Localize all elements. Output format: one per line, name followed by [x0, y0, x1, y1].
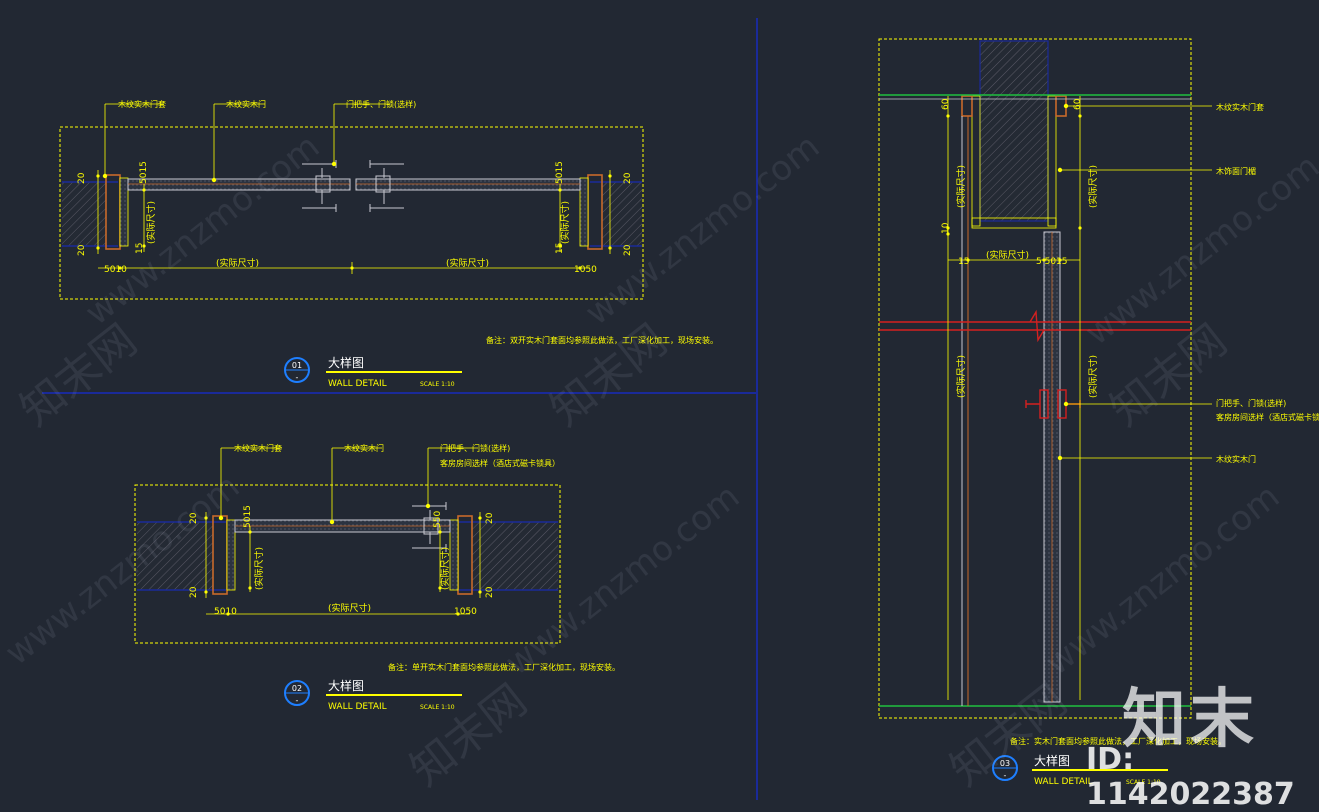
detail-sub: -	[296, 373, 299, 382]
image-id: ID: 1142022387	[1086, 742, 1295, 812]
dim-text: 5015	[139, 161, 149, 184]
detail-02-frame	[134, 484, 561, 644]
dim-text: 20	[485, 512, 495, 524]
detail-number: 02	[292, 684, 302, 693]
dim-text: 20	[189, 586, 199, 598]
dim-text: (实际尺寸)	[1087, 355, 1099, 398]
title-scale: SCALE 1:10	[1126, 779, 1161, 786]
dim-text: 5010	[104, 265, 127, 275]
door-frame-right	[587, 174, 603, 250]
detail-03-frame	[878, 38, 1192, 719]
dim-text: (实际尺寸)	[439, 547, 451, 590]
door-leaf-left	[127, 178, 351, 191]
label-header: 木饰面门楣	[1216, 166, 1256, 176]
dim-text: 20	[77, 172, 87, 184]
note: 备注：单开实木门套面均参照此做法，工厂深化加工，现场安装。	[388, 662, 620, 672]
break-line	[879, 309, 1191, 343]
dim-text: (实际尺寸)	[986, 249, 1029, 261]
brand-logo: 知末	[1122, 683, 1258, 757]
label-frame: 木纹实木门套	[234, 443, 282, 453]
label-door: 木纹实木门	[1216, 454, 1256, 464]
title-scale: SCALE 1:10	[420, 381, 455, 388]
note: 备注：双开实木门套面均参照此做法，工厂深化加工，现场安装。	[486, 335, 718, 345]
label-frame: 木纹实木门套	[118, 99, 166, 109]
dim-text: 15	[135, 243, 145, 254]
wall-left	[137, 522, 213, 590]
cad-text: 木纹实木门套 木纹实木门 门把手、门锁(选样) 20 20 20 20 5015…	[77, 98, 1319, 746]
detail-03	[878, 38, 1212, 719]
dim-text: 5010	[214, 607, 237, 617]
dim-text: 550	[433, 511, 443, 528]
dim-text: 20	[623, 172, 633, 184]
dim-text: (实际尺寸)	[328, 602, 371, 614]
dim-text: 60	[1073, 98, 1083, 110]
label-handle: 门把手、门锁(选样)	[346, 99, 416, 109]
dim-text: 1050	[454, 607, 477, 617]
dim-text: (实际尺寸)	[559, 201, 571, 244]
dim-text: 20	[623, 244, 633, 256]
dim-text: 10	[941, 222, 951, 234]
label-handle-note: 客房房间选样（酒店式磁卡锁具）	[440, 458, 560, 468]
dim-text: 15	[555, 243, 565, 254]
dim-text: 5015	[243, 505, 253, 528]
title-en: WALL DETAIL	[328, 702, 387, 712]
detail-sub: -	[1004, 771, 1007, 780]
dim-text: (实际尺寸)	[446, 257, 489, 269]
label-door: 木纹实木门	[344, 443, 384, 453]
door-frame-left	[212, 515, 228, 595]
dim-text: (实际尺寸)	[955, 355, 967, 398]
dim-text: 1050	[574, 265, 597, 275]
dim-text: 60	[941, 98, 951, 110]
label-handle: 门把手、门锁(选样)	[440, 443, 510, 453]
dim-text: 20	[77, 244, 87, 256]
wall-right	[602, 182, 642, 246]
title-en: WALL DETAIL	[328, 379, 387, 389]
wall-header	[979, 40, 1049, 222]
title-scale: SCALE 1:10	[420, 704, 455, 711]
wall-left	[62, 182, 106, 246]
label-handle: 门把手、门锁(选样)	[1216, 398, 1286, 408]
title-block-02: 02 - 大样图 WALL DETAIL SCALE 1:10	[284, 678, 462, 712]
detail-number: 03	[1000, 759, 1010, 768]
detail-01-frame	[59, 126, 644, 300]
dim-text: (实际尺寸)	[955, 165, 967, 208]
label-frame: 木纹实木门套	[1216, 102, 1264, 112]
label-handle-note: 客房房间选样（酒店式磁卡锁具）	[1216, 412, 1319, 422]
title-block-03: 03 - 大样图 WALL DETAIL SCALE 1:10	[992, 753, 1168, 787]
note: 备注：实木门套面均参照此做法，工厂深化加工，现场安装。	[1010, 736, 1226, 746]
detail-sub: -	[296, 696, 299, 705]
dim-text: 20	[485, 586, 495, 598]
door-frame-top-left	[961, 95, 973, 117]
title-en: WALL DETAIL	[1034, 777, 1093, 787]
door-frame-left	[105, 174, 121, 250]
detail-number: 01	[292, 361, 302, 370]
title-cn: 大样图	[328, 355, 364, 370]
detail-01	[59, 103, 644, 300]
dim-text: 5015	[555, 161, 565, 184]
dim-text: (实际尺寸)	[216, 257, 259, 269]
title-block-01: 01 - 大样图 WALL DETAIL SCALE 1:10	[284, 355, 462, 389]
dim-text: (实际尺寸)	[1087, 165, 1099, 208]
label-door: 木纹实木门	[226, 99, 266, 109]
door-frame-right	[457, 515, 473, 595]
dim-text: (实际尺寸)	[145, 201, 157, 244]
dim-text: 5 5015	[1036, 257, 1068, 267]
dim-text: (实际尺寸)	[253, 547, 265, 590]
detail-02	[134, 447, 561, 644]
dim-text: 15	[958, 257, 969, 267]
title-cn: 大样图	[328, 678, 364, 693]
dim-text: 20	[189, 512, 199, 524]
door-leaf-right	[355, 178, 581, 191]
title-cn: 大样图	[1034, 753, 1070, 768]
wall-right	[472, 522, 558, 590]
